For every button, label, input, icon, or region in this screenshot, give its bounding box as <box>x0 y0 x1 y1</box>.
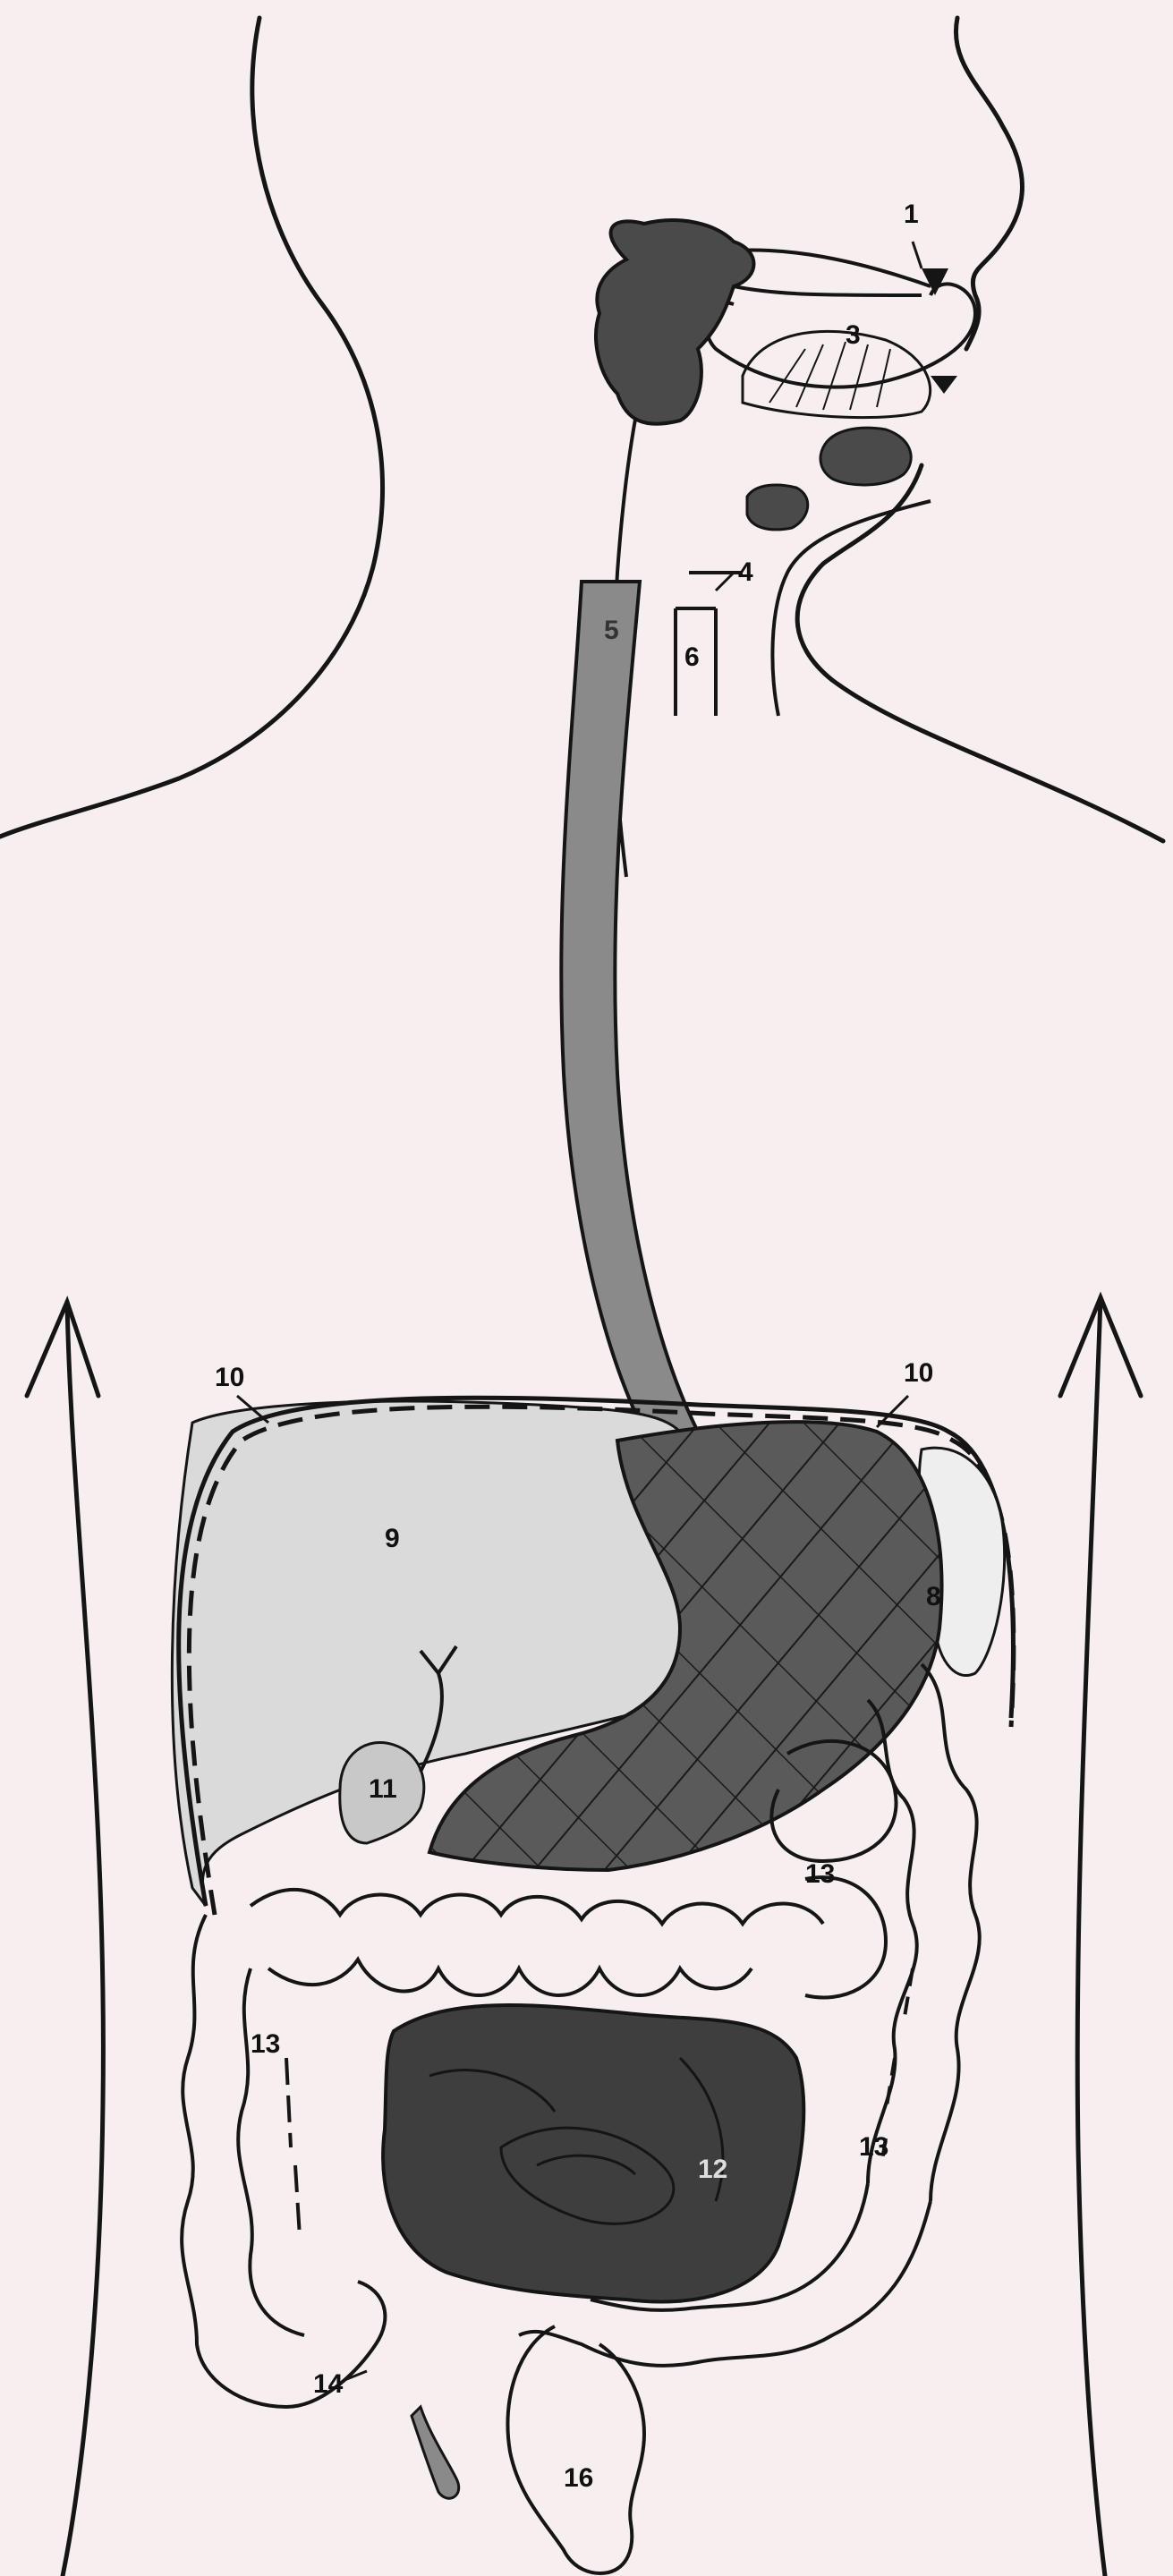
parotid-duct <box>734 286 922 295</box>
appendix <box>412 2407 459 2498</box>
label-10-right: 10 <box>904 1360 933 1387</box>
left-arm-arrow <box>27 1302 98 1396</box>
tongue-outline <box>743 331 931 417</box>
esophagus <box>561 582 698 1432</box>
parotid-gland <box>596 220 753 424</box>
small-intestine <box>383 2005 803 2301</box>
label-13-right: 13 <box>805 1861 835 1888</box>
label-6: 6 <box>684 644 700 671</box>
label-5: 5 <box>604 617 619 644</box>
face-profile-outline <box>956 18 1022 349</box>
label-14: 14 <box>313 2371 343 2398</box>
chin-and-neck-front-outline <box>797 465 1163 841</box>
label-16: 16 <box>564 2465 593 2492</box>
label-3: 3 <box>846 322 861 349</box>
sublingual-gland <box>820 428 911 485</box>
ascending-colon <box>182 1915 286 2407</box>
back-of-head-and-neck-outline <box>0 18 383 837</box>
label-1: 1 <box>904 201 919 228</box>
tongue-muscle-lines <box>769 342 890 410</box>
descending-colon <box>922 1664 980 2201</box>
transverse-colon <box>251 1890 823 1924</box>
rectum <box>507 2326 644 2573</box>
submandibular-gland <box>747 485 808 530</box>
ascending-dash <box>286 2058 300 2237</box>
left-torso-outline <box>63 1302 103 2576</box>
label-8: 8 <box>926 1584 941 1611</box>
label-4: 4 <box>738 559 753 586</box>
label-13-lower: 13 <box>859 2134 888 2161</box>
label-10-left: 10 <box>215 1365 244 1391</box>
label-12: 12 <box>698 2156 727 2183</box>
label-13-left: 13 <box>251 2031 280 2058</box>
oral-cavity-outline <box>707 284 975 387</box>
label-11: 11 <box>369 1776 397 1803</box>
right-torso-outline <box>1077 1297 1105 2576</box>
label-9: 9 <box>385 1526 400 1552</box>
